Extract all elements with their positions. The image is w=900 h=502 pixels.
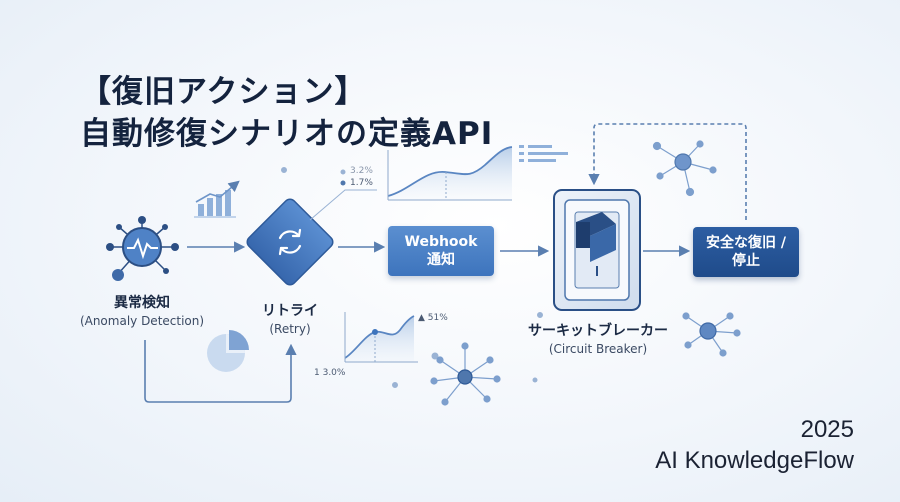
area-chart-top [387,146,513,201]
retry-node [246,198,334,286]
retry-label-jp: リトライ [262,303,318,319]
safe-line-1: 安全な復旧 / [706,235,786,251]
stat-3-2: 3.2% [350,166,373,176]
arrow-feedback-safe-to-breaker [588,123,747,220]
retry-label: リトライ (Retry) [240,300,340,336]
footer-year: 2025 [800,416,854,443]
anomaly-label-en: (Anomaly Detection) [79,314,205,328]
connector-arrows [144,123,747,403]
stat-51: ▲ 51% [418,313,448,323]
stat-1-7: 1.7% [350,178,373,188]
line-chart-bottom [344,312,418,363]
footer-brand: AI KnowledgeFlow [655,447,854,474]
safe-line-2: 停止 [732,253,760,269]
toggle-switch-icon [576,212,616,276]
breaker-label-en: (Circuit Breaker) [548,342,648,356]
webhook-line-2: 通知 [427,252,455,268]
anomaly-label: 異常検知 (Anomaly Detection) [77,292,207,328]
webhook-notify-box: Webhook 通知 [388,226,494,276]
refresh-icon [278,228,302,256]
webhook-line-1: Webhook [404,234,478,250]
bar-chart-icon [194,180,240,218]
safe-recovery-box: 安全な復旧 / 停止 [693,227,799,277]
network-icon-top-right [652,140,717,197]
title-line-1: 【復旧アクション】 [80,74,367,110]
arrow-loop-anomaly-to-retry [144,340,297,403]
stat-13-0: 1 3.0% [314,368,346,378]
circuit-breaker-node [553,189,641,311]
list-icon [519,145,568,162]
network-icon-bottom-center [430,342,501,406]
retry-label-en: (Retry) [269,322,311,336]
network-icon-bottom-right [682,312,741,357]
anomaly-label-jp: 異常検知 [114,295,170,311]
breaker-label: サーキットブレーカー (Circuit Breaker) [520,320,676,356]
stat-connector-lines [281,167,543,388]
heartbeat-monitor-icon [122,227,162,267]
title-line-2: 自動修復シナリオの定義API [80,116,494,152]
anomaly-detection-node [106,216,179,281]
pie-chart-icon [207,330,249,372]
breaker-label-jp: サーキットブレーカー [528,323,668,339]
